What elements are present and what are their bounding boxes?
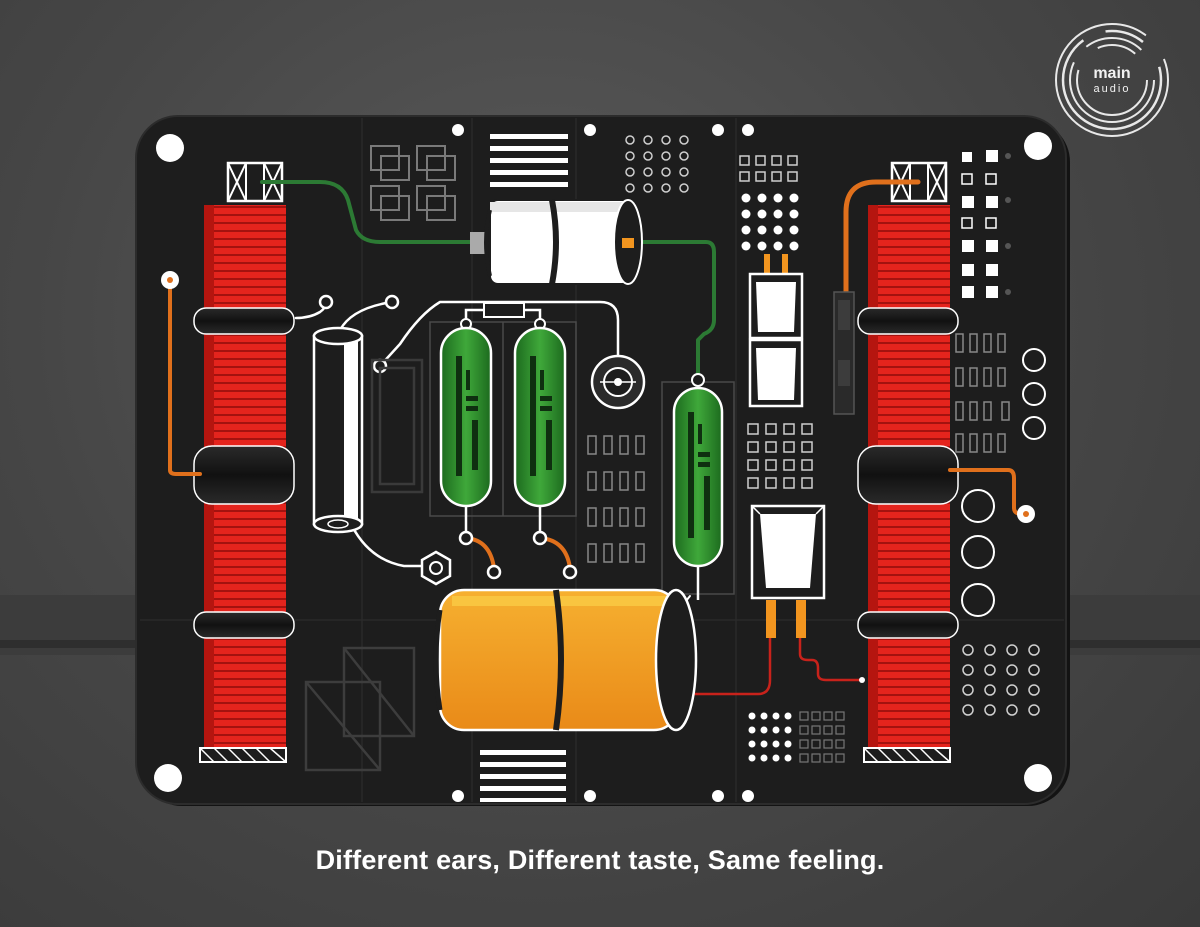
stripe-block-top xyxy=(490,134,568,187)
screw-hole-icon xyxy=(1024,764,1052,792)
slot-grid xyxy=(587,435,645,563)
screw-hole-icon xyxy=(154,764,182,792)
resistor-icon xyxy=(513,326,567,508)
inductor-coil-right xyxy=(857,161,959,763)
capacitor-icon xyxy=(484,209,492,277)
circuit-board xyxy=(135,115,1067,805)
tagline: Different ears, Different taste, Same fe… xyxy=(315,845,885,875)
resistor-single xyxy=(661,373,735,600)
cylinder-resistor-white xyxy=(312,326,364,534)
main-audio-logo-icon xyxy=(1055,23,1169,137)
screw-hole-icon xyxy=(156,134,184,162)
screw-hole-icon xyxy=(1024,132,1052,160)
stripe-block-bottom xyxy=(480,750,566,802)
dot-grid-top xyxy=(625,135,689,193)
chip-column xyxy=(739,155,845,763)
embossed-diagonals xyxy=(304,646,416,772)
embossed-frame xyxy=(370,358,424,494)
slide-switch xyxy=(833,291,855,415)
inductor-coil-left xyxy=(193,161,295,763)
hex-nut-icon xyxy=(420,550,452,586)
screw-holes xyxy=(154,124,1052,802)
resistor-pair xyxy=(429,302,577,532)
chip-squares xyxy=(370,145,456,221)
brand-name: main xyxy=(1093,65,1131,82)
capacitor-orange xyxy=(433,588,698,732)
resistor-icon xyxy=(439,326,493,508)
trim-knob xyxy=(590,354,646,410)
brand-sub: audio xyxy=(1093,83,1131,95)
capacitor-white xyxy=(470,199,643,285)
right-panel-elements xyxy=(955,150,1046,716)
resistor-icon xyxy=(672,386,724,568)
